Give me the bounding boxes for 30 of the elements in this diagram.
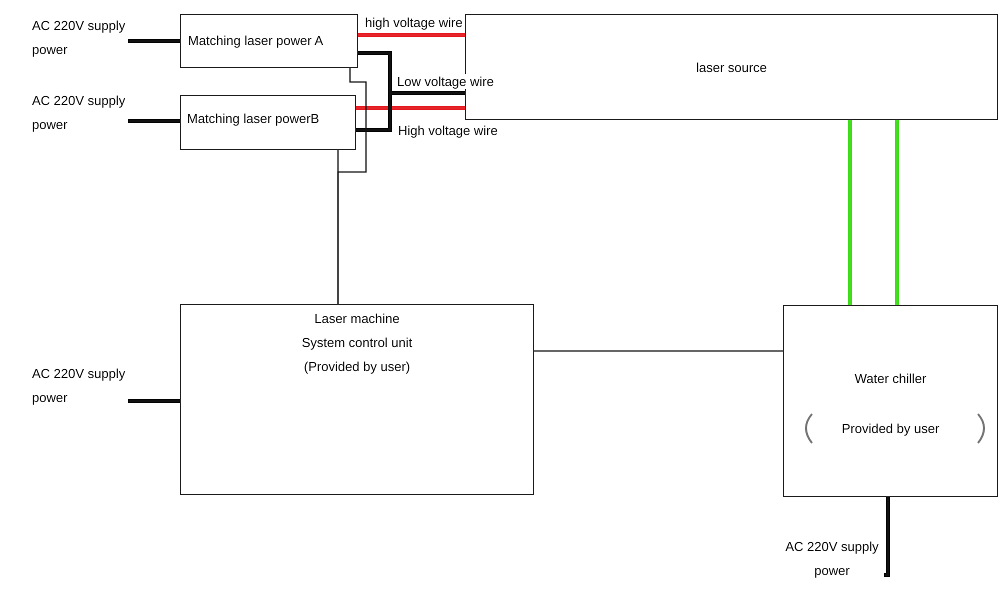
connector-line	[534, 350, 783, 352]
node-title: Laser machine	[314, 311, 400, 326]
edge-label: high voltage wire	[364, 15, 464, 30]
supply-label: AC 220V supply power	[32, 14, 128, 64]
chiller-box	[783, 305, 998, 497]
wire	[848, 120, 852, 305]
control-unit-box	[180, 304, 534, 495]
node-note: System control unit	[302, 335, 412, 350]
node-title: Matching laser power A	[188, 33, 324, 48]
node-title: laser source	[696, 60, 767, 75]
wire	[128, 39, 180, 43]
supply-label: AC 220V supply power	[32, 362, 128, 412]
wire	[884, 495, 890, 577]
node-title: Matching laser powerB	[187, 111, 320, 126]
node-title: Water chiller	[854, 371, 926, 386]
supply-label: AC 220V supply power	[32, 89, 128, 139]
wire	[128, 399, 180, 403]
node-note: (Provided by user)	[304, 359, 410, 374]
power-supply-box	[180, 14, 358, 68]
connector-line	[337, 150, 339, 304]
node-note: Provided by user	[842, 421, 940, 436]
laser-source-box	[465, 14, 998, 120]
supply-label: AC 220V supply power	[780, 535, 884, 585]
wire	[895, 120, 899, 305]
power-supply-box	[180, 95, 356, 150]
wire	[358, 33, 465, 37]
edge-label: Low voltage wire	[396, 74, 495, 89]
edge-label: High voltage wire	[397, 123, 499, 138]
wire	[356, 106, 465, 110]
wire	[128, 119, 180, 123]
